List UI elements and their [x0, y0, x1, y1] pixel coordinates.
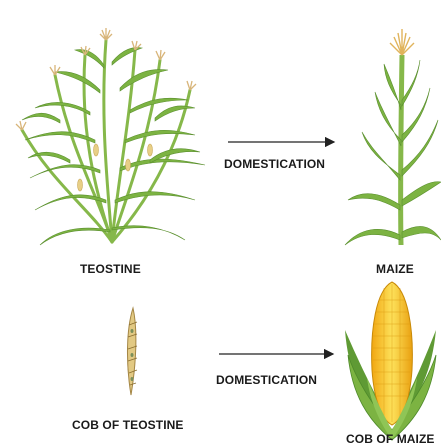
cob-of-teostine-label: COB OF TEOSTINE — [72, 418, 184, 432]
domestication-label-bottom: DOMESTICATION — [216, 373, 317, 387]
teostine-label: TEOSTINE — [80, 262, 141, 276]
cob-of-maize-label: COB OF MAIZE — [346, 432, 435, 446]
maize-plant-illustration — [345, 29, 441, 245]
teosinte-plant-illustration — [16, 28, 205, 245]
maize-cob-illustration — [345, 282, 436, 440]
domestication-label-top: DOMESTICATION — [224, 157, 325, 171]
maize-label: MAIZE — [376, 262, 414, 276]
teosinte-cob-illustration — [127, 308, 137, 395]
